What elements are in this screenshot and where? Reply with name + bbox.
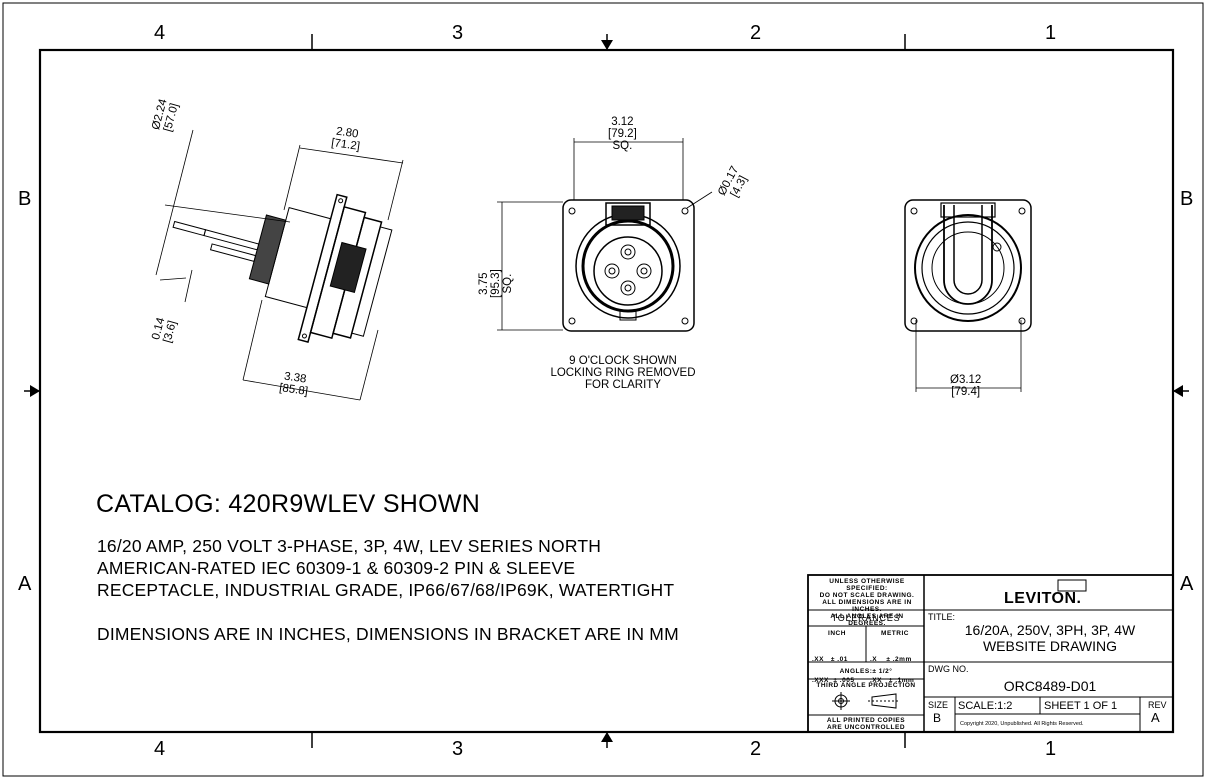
catalog-heading: CATALOG: 420R9WLEV SHOWN [96,490,481,518]
front-view-note: 9 O'CLOCK SHOWN LOCKING RING REMOVED FOR… [528,355,718,391]
title-block [807,574,1174,733]
back-diameter-value: Ø3.12 [950,374,982,386]
front-width-sq: SQ. [612,140,633,152]
zone-row-a-right: A [1180,573,1194,595]
center-marks [24,34,1189,748]
angles-tolerance: ANGLES:± 1/2° [839,668,893,675]
size-label: SIZE [928,700,949,710]
front-width-value: 3.12 [611,116,634,128]
side-length-dim: 3.38 [85.8] [278,370,310,398]
front-view [497,138,713,332]
unless-line-1: UNLESS OTHERWISE SPECIFIED: [829,578,905,592]
rev-label: REV [1148,700,1167,710]
zone-column-4-top: 4 [154,22,166,44]
front-note-line-2: LOCKING RING REMOVED [550,367,696,379]
drawing-title: 16/20A, 250V, 3PH, 3P, 4W WEBSITE DRAWIN… [925,622,1175,654]
zone-column-2-bottom: 2 [750,738,762,760]
front-width-dim: 3.12 [79.2] SQ. [608,116,637,152]
unless-line-2: DO NOT SCALE DRAWING. [819,592,915,599]
inch-tolerances: .XX ± .01 .XXX ± .005 [812,642,866,691]
inch-tol-2: .XXX ± .005 [812,677,855,684]
rev-value: A [1151,710,1160,725]
leviton-logo: LEVITON. [1004,590,1082,607]
zone-ticks [311,34,906,748]
zone-column-4-bottom: 4 [154,738,166,760]
side-depth-dim: 2.80 [71.2] [330,125,362,153]
title-line-2: WEBSITE DRAWING [982,638,1118,654]
inch-tol-1: .XX ± .01 [812,656,848,663]
printed-copies-note: ALL PRINTED COPIES ARE UNCONTROLLED [808,717,924,731]
projection-label: THIRD ANGLE PROJECTION [816,682,916,689]
zone-column-1-bottom: 1 [1045,738,1057,760]
back-diameter-mm: [79.4] [951,386,981,398]
unless-line-4: ALL ANGLES ARE IN DEGREES. [830,613,904,627]
zone-column-3-top: 3 [452,22,464,44]
size-value: B [933,711,942,725]
zone-row-a-left: A [18,573,32,595]
outer-border [2,2,1204,777]
printed-line-2: ARE UNCONTROLLED [826,724,906,731]
copyright-note: Copyright 2020, Unpublished. All Rights … [960,721,1084,727]
zone-row-b-left: B [18,188,32,210]
back-diameter-dim: Ø3.12 [79.4] [950,374,981,398]
tolerances-label: TOLERANCES [831,613,901,623]
drawing-number: ORC8489-D01 [1003,678,1097,694]
unless-line-3: ALL DIMENSIONS ARE IN INCHES. [822,599,912,613]
metric-tol-1: .X ± .2mm [870,656,912,663]
printed-line-1: ALL PRINTED COPIES [826,717,906,724]
product-description: 16/20 AMP, 250 VOLT 3-PHASE, 3P, 4W, LEV… [97,535,737,601]
front-height-value: 3.75 [478,272,490,295]
metric-tolerances: .X ± .2mm .XX ± .1mm [870,642,924,691]
back-view [904,199,1032,392]
front-height-dim: 3.75 [95.3] SQ. [478,269,514,298]
description-line-1: 16/20 AMP, 250 VOLT 3-PHASE, 3P, 4W, LEV… [97,536,602,556]
description-line-3: RECEPTACLE, INDUSTRIAL GRADE, IP66/67/68… [97,580,675,600]
inch-label: INCH [828,630,846,637]
front-height-mm: [95.3] [490,269,502,298]
metric-label: METRIC [881,630,909,637]
dwg-no-label: DWG NO. [928,664,969,674]
sheet-value: SHEET 1 OF 1 [1044,700,1118,712]
zone-row-b-right: B [1180,188,1194,210]
side-view [155,129,404,401]
front-note-line-1: 9 O'CLOCK SHOWN [569,355,677,367]
unless-specified-note: UNLESS OTHERWISE SPECIFIED: DO NOT SCALE… [811,578,923,627]
metric-tol-2: .XX ± .1mm [870,677,915,684]
title-label: TITLE: [928,612,956,622]
zone-column-2-top: 2 [750,22,762,44]
front-height-sq: SQ. [502,273,514,294]
zone-column-1-top: 1 [1045,22,1057,44]
front-width-mm: [79.2] [608,128,637,140]
description-line-2: AMERICAN-RATED IEC 60309-1 & 60309-2 PIN… [97,558,576,578]
front-note-line-3: FOR CLARITY [584,379,662,391]
dimension-units-note: DIMENSIONS ARE IN INCHES, DIMENSIONS IN … [97,624,679,644]
title-line-1: 16/20A, 250V, 3PH, 3P, 4W [964,622,1136,638]
scale-value: SCALE:1:2 [958,700,1013,712]
zone-column-3-bottom: 3 [452,738,464,760]
